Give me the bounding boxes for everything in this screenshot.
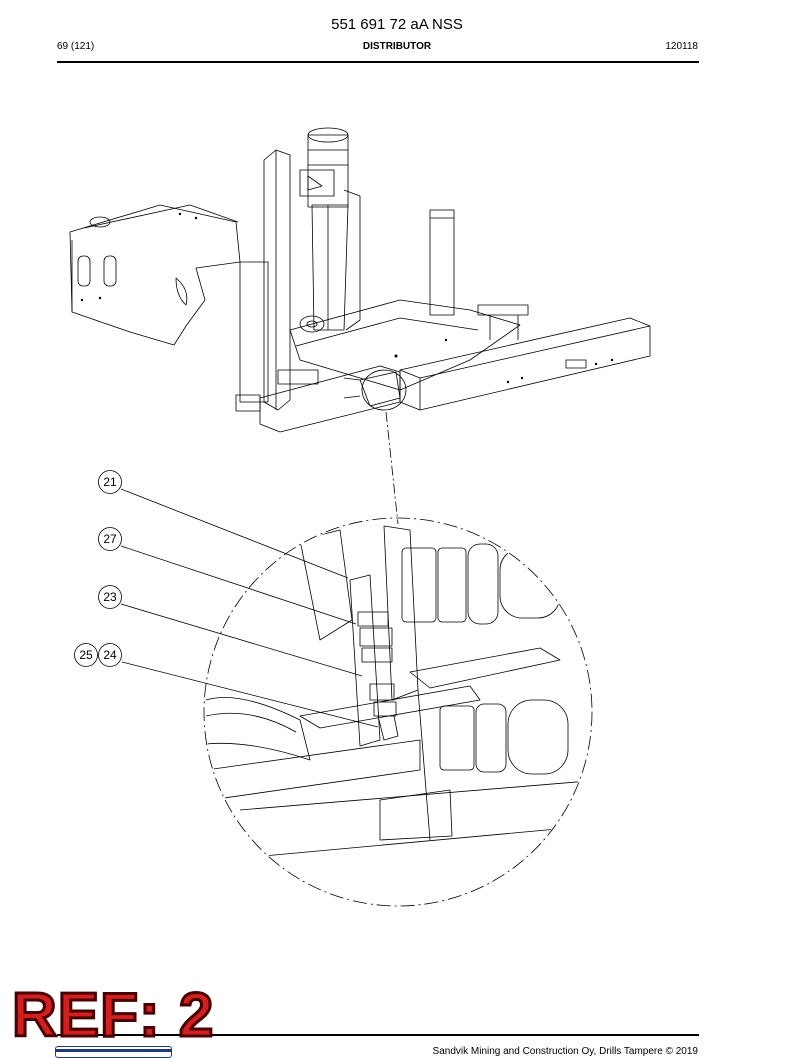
- ref-stamp: REF: 2: [10, 981, 215, 1050]
- detail-leader: [385, 411, 399, 525]
- document-number: 551 691 72 aA NSS: [331, 16, 463, 33]
- header-rule: [57, 61, 699, 63]
- callout-23: 23: [98, 585, 122, 609]
- detail-view: [203, 517, 593, 907]
- callout-25-label: 25: [79, 648, 93, 662]
- page-number: 69 (121): [57, 41, 95, 52]
- callout-27: 27: [98, 527, 122, 551]
- footer-copyright: Sandvik Mining and Construction Oy, Dril…: [432, 1046, 698, 1057]
- section-title: DISTRIBUTOR: [362, 41, 432, 52]
- callout-25: 25: [74, 643, 98, 667]
- callout-27-label: 27: [103, 532, 117, 546]
- frame-assembly: [69, 127, 651, 433]
- sandvik-logo: [55, 1046, 172, 1058]
- callout-21-label: 21: [103, 475, 117, 489]
- date-code: 120118: [665, 41, 698, 52]
- callout-leaders: [120, 488, 379, 728]
- footer-rule: [57, 1034, 699, 1036]
- callout-24: 24: [98, 643, 122, 667]
- callout-23-label: 23: [103, 590, 117, 604]
- callout-21: 21: [98, 470, 122, 494]
- callout-24-label: 24: [103, 648, 117, 662]
